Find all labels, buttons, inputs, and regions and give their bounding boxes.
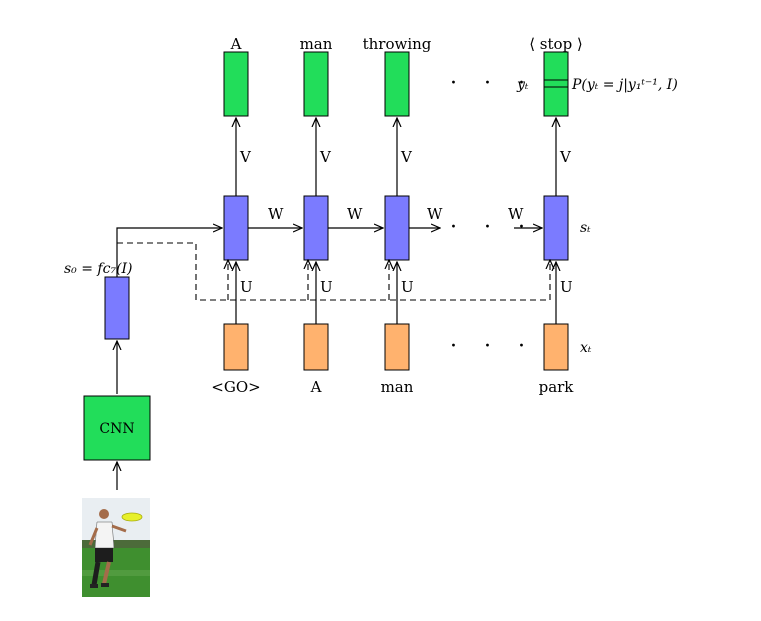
hidden-box-1 (223, 195, 249, 261)
u-label-4: U (560, 278, 573, 296)
w-label-3: W (427, 205, 443, 223)
v-label-1: V (239, 148, 252, 166)
input-word-park: park (539, 378, 575, 396)
output-box-2 (303, 51, 329, 117)
probability-label: P(yₜ = j|y₁ᵗ⁻¹, I) (571, 77, 678, 93)
output-word-2: man (300, 35, 333, 53)
u-label-1: U (240, 278, 253, 296)
input-word-go: <GO> (211, 378, 260, 396)
output-box-3 (384, 51, 410, 117)
cnn-label: CNN (99, 421, 134, 437)
output-word-3: throwing (363, 35, 432, 53)
x-T-label: xₜ (580, 340, 592, 356)
frisbee-player-photo (82, 498, 150, 597)
w-label-2: W (347, 205, 363, 223)
hidden-box-T (543, 195, 569, 261)
output-word-1: A (230, 35, 242, 53)
u-label-2: U (320, 278, 333, 296)
hidden-box-2 (303, 195, 329, 261)
cnn-box (83, 395, 151, 461)
input-word-3: man (381, 378, 414, 396)
init-state-label: s₀ = fc₇(I) (64, 261, 133, 277)
input-ellipsis: · · · (450, 334, 535, 359)
output-ellipsis: · · · (450, 71, 535, 96)
output-box-1 (223, 51, 249, 117)
output-box-stop (543, 51, 569, 117)
hidden-box-3 (384, 195, 410, 261)
input-box-2 (303, 323, 329, 371)
input-box-T (543, 323, 569, 371)
y-t-label: yₜ (516, 77, 529, 93)
w-label-4: W (508, 205, 524, 223)
output-word-stop: ⟨ stop ⟩ (529, 35, 583, 53)
w-label-1: W (268, 205, 284, 223)
init-state-box (104, 276, 130, 340)
s-T-label: sₜ (580, 220, 591, 236)
hidden-ellipsis: · · · (450, 215, 535, 240)
input-box-3 (384, 323, 410, 371)
v-label-4: V (559, 148, 572, 166)
input-box-1 (223, 323, 249, 371)
u-label-3: U (401, 278, 414, 296)
v-label-2: V (319, 148, 332, 166)
input-word-2: A (310, 378, 322, 396)
v-label-3: V (400, 148, 413, 166)
